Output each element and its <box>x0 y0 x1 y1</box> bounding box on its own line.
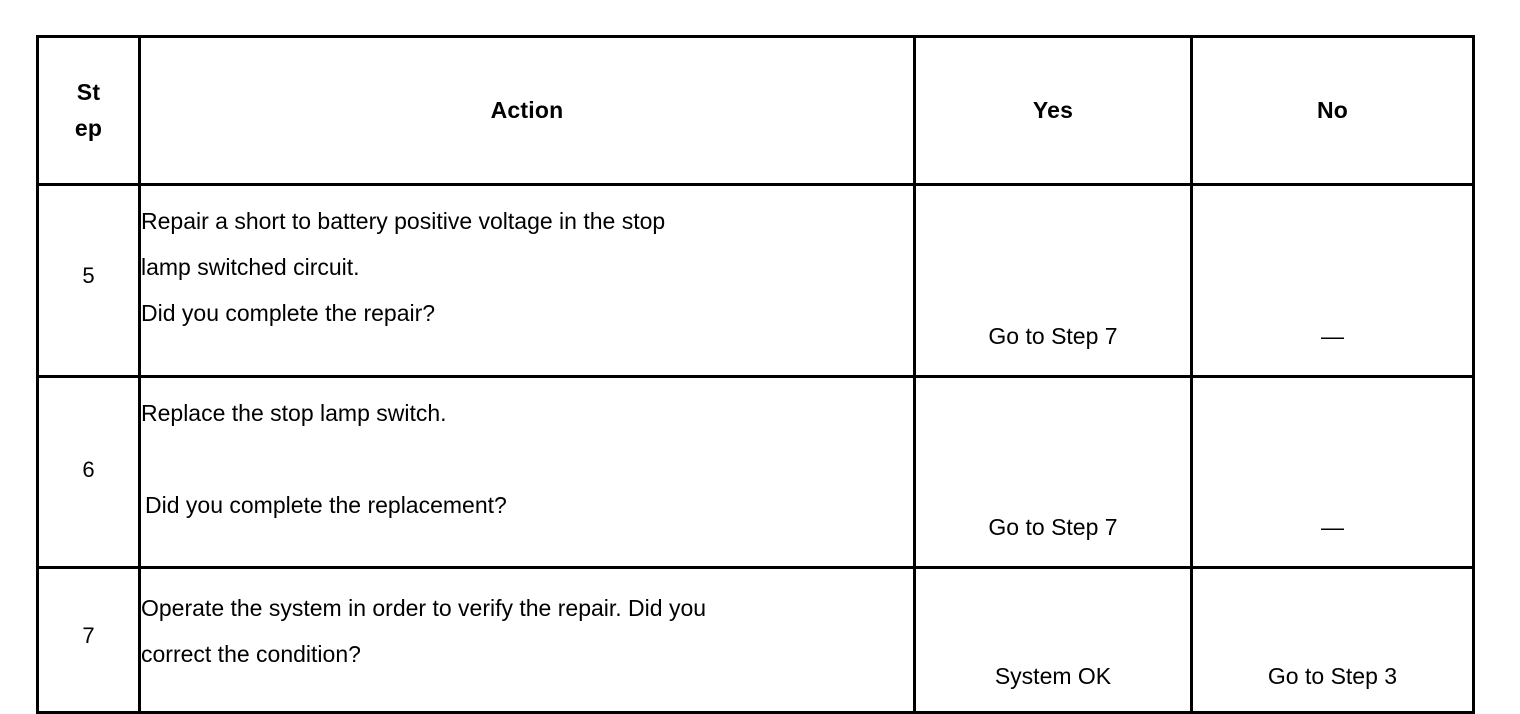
step-number-cell: 6 <box>36 375 141 569</box>
action-cell: Replace the stop lamp switch. Did you co… <box>138 375 916 569</box>
no-answer-cell: — <box>1190 375 1475 569</box>
action-cell: Operate the system in order to verify th… <box>138 566 916 714</box>
action-line: Did you complete the replacement? <box>145 492 507 518</box>
no-answer: — <box>1321 323 1344 350</box>
table-header-row: St ep Action Yes No <box>36 35 1475 186</box>
column-header-no: No <box>1190 35 1475 186</box>
action-line: Did you complete the repair? <box>141 300 436 326</box>
column-header-step-line2: ep <box>74 114 103 141</box>
yes-answer-cell: Go to Step 7 <box>913 375 1193 569</box>
yes-answer: System OK <box>994 663 1112 690</box>
action-line: lamp switched circuit. <box>141 254 360 280</box>
action-line: correct the condition? <box>141 641 361 667</box>
table-row: 6 Replace the stop lamp switch. Did you … <box>36 375 1475 569</box>
table-row: 5 Repair a short to battery positive vol… <box>36 183 1475 378</box>
no-answer-cell: — <box>1190 183 1475 378</box>
yes-answer-cell: System OK <box>913 566 1193 714</box>
step-number: 5 <box>82 262 95 288</box>
action-line-blank <box>141 436 913 482</box>
no-answer: — <box>1321 514 1344 541</box>
diagnostic-procedure-table-container: St ep Action Yes No 5 Repair a short to … <box>36 35 1475 714</box>
column-header-action: Action <box>138 35 916 186</box>
action-line: Replace the stop lamp switch. <box>141 400 447 426</box>
column-header-yes: Yes <box>913 35 1193 186</box>
yes-answer: Go to Step 7 <box>988 323 1118 350</box>
step-number-cell: 5 <box>36 183 141 378</box>
no-answer-cell: Go to Step 3 <box>1190 566 1475 714</box>
column-header-step-line1: St <box>76 78 101 105</box>
step-number: 6 <box>82 457 95 482</box>
table-row: 7 Operate the system in order to verify … <box>36 566 1475 714</box>
action-line: Operate the system in order to verify th… <box>141 595 707 621</box>
step-number-cell: 7 <box>36 566 141 714</box>
action-cell: Repair a short to battery positive volta… <box>138 183 916 378</box>
yes-answer: Go to Step 7 <box>988 514 1118 541</box>
action-line: Repair a short to battery positive volta… <box>141 208 666 234</box>
step-number: 7 <box>82 623 95 648</box>
diagnostic-procedure-table: St ep Action Yes No 5 Repair a short to … <box>36 35 1475 714</box>
no-answer: Go to Step 3 <box>1267 663 1398 690</box>
column-header-step: St ep <box>36 35 141 186</box>
yes-answer-cell: Go to Step 7 <box>913 183 1193 378</box>
